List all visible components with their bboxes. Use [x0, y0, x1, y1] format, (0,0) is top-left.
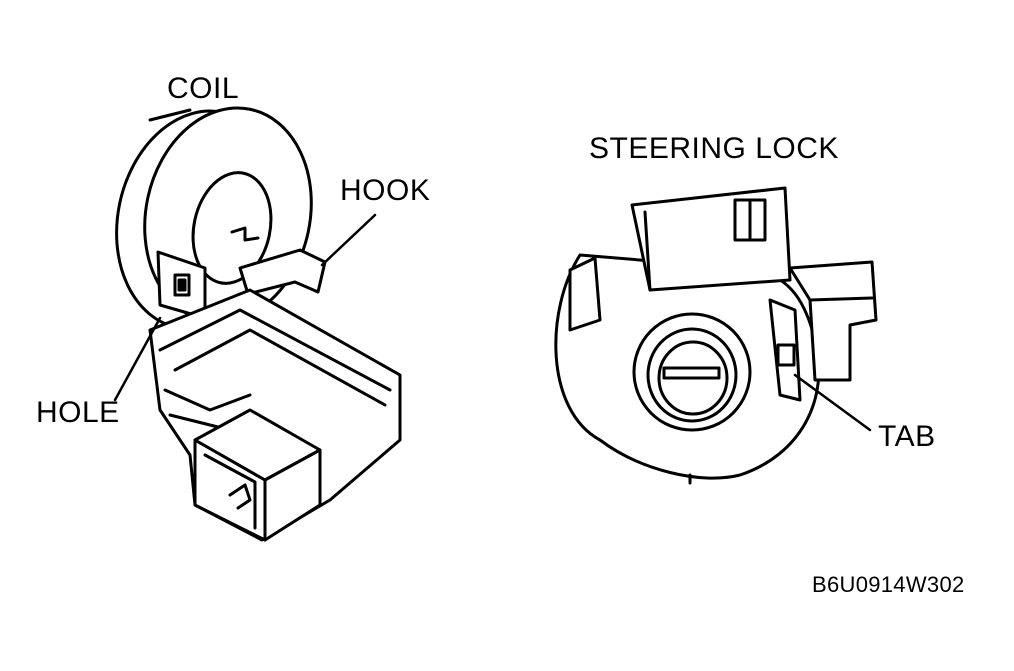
hole-leader-line [113, 316, 162, 402]
tab [768, 298, 802, 402]
lock-side-connector [788, 260, 878, 382]
hook-leader-line [320, 213, 377, 267]
hole-label: HOLE [36, 396, 120, 429]
hook-label: HOOK [340, 174, 431, 207]
tab-leader-line [793, 373, 872, 432]
steering-lock-label: STEERING LOCK [589, 132, 839, 165]
coil-label: COIL [167, 72, 240, 105]
tab-label: TAB [878, 420, 936, 453]
lock-top-housing [630, 186, 792, 292]
key-cylinder [632, 312, 752, 432]
figure-code: B6U0914W302 [812, 572, 965, 597]
coil-connector [193, 408, 322, 542]
